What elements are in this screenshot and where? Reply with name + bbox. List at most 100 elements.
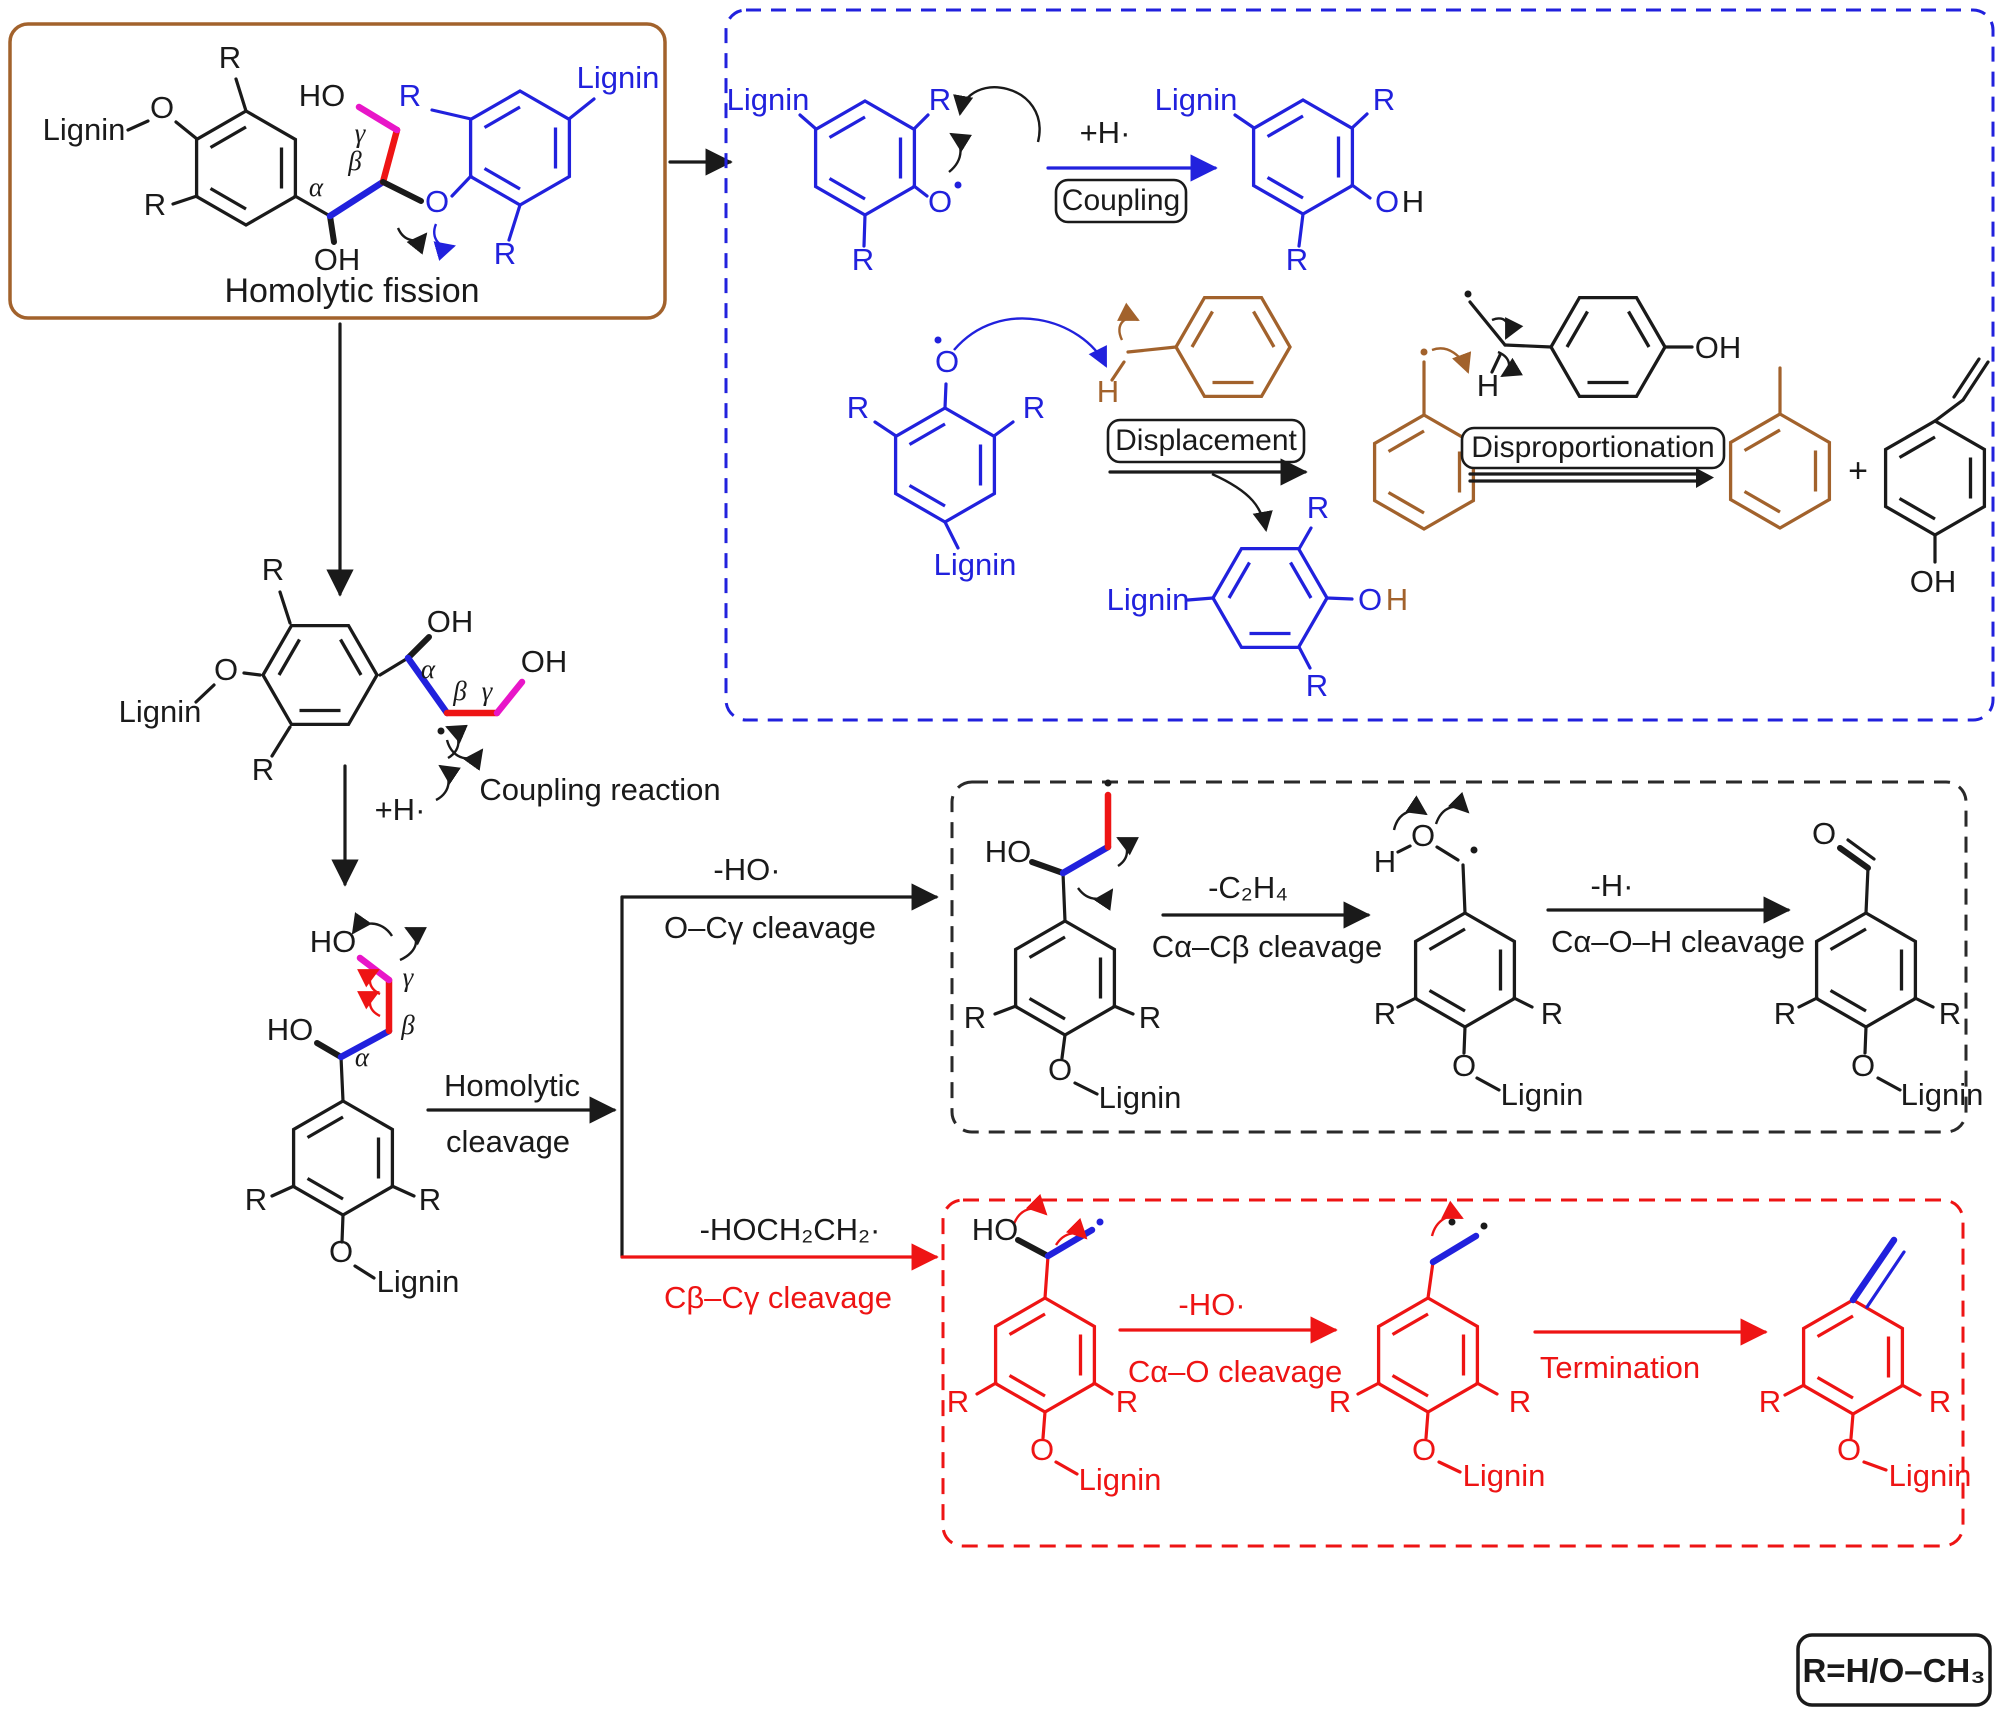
- struct-ca-oh-radical-red: HO R R O Lignin: [947, 1193, 1162, 1497]
- ho-label: HO: [267, 1012, 314, 1047]
- minus-h-label: -H·: [1590, 868, 1633, 903]
- o-atom-label: O: [1851, 1048, 1875, 1083]
- struct-benzyloxy-radical: H O R R O Lignin: [1374, 791, 1584, 1112]
- disproportionation-step: Disproportionation: [1460, 426, 1726, 488]
- lignin-label: Lignin: [1079, 1462, 1162, 1497]
- r-group-label: R: [929, 82, 951, 117]
- r-group-label: R: [1116, 1384, 1138, 1419]
- radical-dot: [1104, 779, 1112, 787]
- o-atom-label: O: [1030, 1432, 1054, 1467]
- plus-h-radical-label: +H·: [1080, 115, 1131, 150]
- o-atom-label: O: [1452, 1048, 1476, 1083]
- gamma-label: γ: [403, 962, 415, 992]
- cbeta-cgamma-cleavage-label: Cβ–Cγ cleavage: [664, 1280, 892, 1315]
- struct-cbeta-radical-black: HO R R O Lignin: [964, 779, 1182, 1115]
- lignin-label: Lignin: [119, 694, 202, 729]
- r-group-label: R: [1541, 996, 1563, 1031]
- o-atom-label: O: [214, 652, 238, 687]
- coupling-label: Coupling: [1062, 184, 1180, 217]
- coupling-step: +H· Coupling: [1046, 115, 1218, 224]
- r-group-label: R: [1139, 1000, 1161, 1035]
- h-atom-label: H: [1402, 184, 1424, 219]
- r-group-label: R: [1374, 996, 1396, 1031]
- double-arrow-head: [1696, 468, 1714, 488]
- r-group-label: R: [399, 78, 421, 113]
- lignin-label: Lignin: [1155, 82, 1238, 117]
- o-atom-label: O: [928, 184, 952, 219]
- struct-cleavage-substrate: HO γ β HO α R R O Lignin: [245, 912, 459, 1299]
- struct-disproportionation-substrate: H OH: [1464, 290, 1741, 403]
- r-group-label: R: [1306, 668, 1328, 703]
- ca-cb-cleavage-step: -C₂H₄ Cα–Cβ cleavage: [1152, 870, 1382, 964]
- struct-coupling-intermediate: R O Lignin R OH α β γ OH: [119, 552, 568, 787]
- o-cgamma-pathway-box: [950, 780, 1968, 1134]
- struct-phenoxy-radical-1: Lignin R O R: [727, 82, 1041, 277]
- o-atom-label: O: [1812, 816, 1836, 851]
- h-atom-label: H: [1386, 582, 1408, 617]
- radical-dot: [437, 727, 445, 735]
- ca-o-h-cleavage-label: Cα–O–H cleavage: [1551, 924, 1805, 959]
- r-group-label: R: [494, 236, 516, 271]
- r-group-label: R: [245, 1182, 267, 1217]
- r-group-label: R: [947, 1384, 969, 1419]
- struct-phenoxy-radical-2: O R R Lignin: [847, 317, 1108, 582]
- minus-c2h4-label: -C₂H₄: [1208, 870, 1288, 905]
- struct-biradical-red: R R O Lignin: [1329, 1200, 1546, 1493]
- r-group-label: R: [1759, 1384, 1781, 1419]
- radical-reactions-box: [724, 8, 1995, 722]
- struct-displacement-product: Lignin R O H R: [1107, 490, 1409, 703]
- beta-label: β: [347, 146, 362, 176]
- r-group-label: R: [847, 390, 869, 425]
- oh-label: OH: [314, 242, 361, 277]
- struct-toluene-product: [1728, 366, 1832, 530]
- coupling-reaction-label: Coupling reaction: [479, 772, 720, 807]
- disproportionation-label-box: [1460, 426, 1726, 470]
- ho-label: HO: [972, 1212, 1019, 1247]
- r-group-label: R: [1307, 490, 1329, 525]
- gamma-label: γ: [482, 676, 494, 706]
- ho-label: HO: [985, 834, 1032, 869]
- r-group-label: R: [419, 1182, 441, 1217]
- r-group-label: R: [1023, 390, 1045, 425]
- r-group-label: R: [1373, 82, 1395, 117]
- displacement-label-box: [1106, 418, 1306, 464]
- termination-label: Termination: [1540, 1350, 1700, 1385]
- beta-label: β: [452, 676, 467, 706]
- lignin-label: Lignin: [1099, 1080, 1182, 1115]
- r-group-label: R: [1286, 242, 1308, 277]
- ca-o-cleavage-label: Cα–O cleavage: [1128, 1354, 1342, 1389]
- oh-label: OH: [1910, 564, 1957, 599]
- minus-ho-label: -HO·: [1178, 1287, 1245, 1322]
- r-group-label: R: [219, 40, 241, 75]
- homolytic-cleavage-branch: Homolytic cleavage -HO· O–Cγ cleavage -H…: [426, 852, 939, 1315]
- minus-ho-label: -HO·: [713, 852, 780, 887]
- minus-hoch2ch2-label: -HOCH₂CH₂·: [700, 1212, 881, 1247]
- radical-dot: [1470, 846, 1478, 854]
- lignin-label: Lignin: [1463, 1458, 1546, 1493]
- coupling-reaction-annotation: +H· Coupling reaction: [375, 724, 721, 827]
- gamma-label: γ: [355, 118, 367, 148]
- o-atom-label: O: [1837, 1432, 1861, 1467]
- alpha-label: α: [355, 1042, 370, 1072]
- homolytic-fission-box: [8, 22, 667, 320]
- oh-label: OH: [521, 644, 568, 679]
- struct-vinyl-product-red: R R O Lignin: [1759, 1236, 1971, 1493]
- lignin-label: Lignin: [1501, 1077, 1584, 1112]
- ca-o-h-cleavage-step: -H· Cα–O–H cleavage: [1546, 868, 1805, 959]
- plus-h-radical-label: +H·: [375, 792, 426, 827]
- homolytic-label-line1: Homolytic: [444, 1068, 580, 1103]
- homolytic-label-line2: cleavage: [446, 1124, 570, 1159]
- lignin-label: Lignin: [727, 82, 810, 117]
- o-atom-label: O: [1358, 582, 1382, 617]
- legend-text: R=H/O–CH₃: [1802, 1652, 1985, 1689]
- lignin-label: Lignin: [43, 112, 126, 147]
- o-atom-label: O: [1048, 1052, 1072, 1087]
- coupling-label-box: [1054, 178, 1188, 224]
- beta-label: β: [400, 1010, 415, 1040]
- lignin-label: Lignin: [1107, 582, 1190, 617]
- o-atom-label: O: [935, 344, 959, 379]
- h-atom-label: H: [1477, 368, 1499, 403]
- struct-benzyl-radical: [1372, 347, 1476, 531]
- o-atom-label: O: [425, 184, 449, 219]
- h-atom-label: H: [1374, 844, 1396, 879]
